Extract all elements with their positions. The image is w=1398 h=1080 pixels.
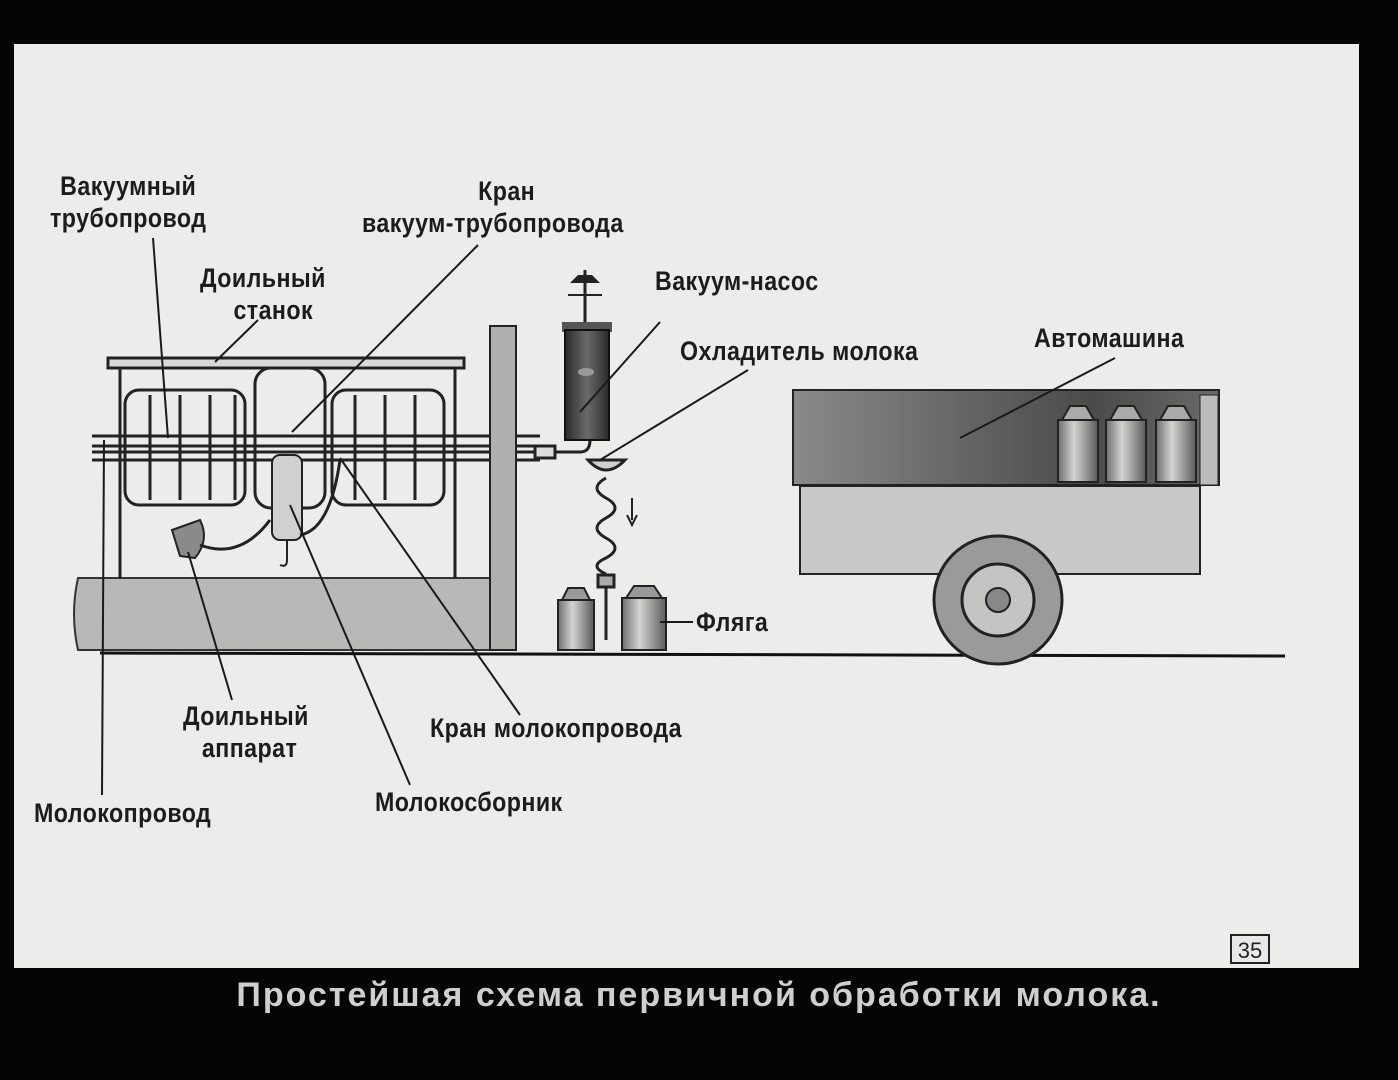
label-milking-machine-line1: Доильный [183, 701, 309, 731]
milk-cooler-drawing [584, 458, 638, 640]
label-milk-collector: Молокосборник [375, 787, 563, 817]
label-flask: Фляга [696, 607, 769, 637]
label-milk-pipeline-valve: Кран молокопровода [430, 713, 682, 743]
label-milking-machine-line2: аппарат [201, 733, 298, 763]
label-vacuum-pipeline-line2: трубопровод [50, 203, 207, 233]
label-milk-cooler: Охладитель молока [680, 336, 919, 366]
label-milking-stall-line2: станок [233, 295, 314, 325]
slide-number-badge: 35 [1230, 934, 1270, 964]
flasks-drawing [557, 585, 667, 651]
label-vacuum-pipeline-valve-line2: вакуум-трубопровода [362, 208, 624, 238]
slide-caption: Простейшая схема первичной обработки мол… [236, 976, 1162, 1014]
leader-lines [101, 237, 1116, 796]
label-vacuum-pipeline-line1: Вакуумный [60, 171, 197, 201]
ground-line [99, 651, 1286, 658]
milk-collector-drawing [271, 454, 342, 567]
label-milking-machine: Доильный аппарат [183, 700, 309, 764]
floor-platform [73, 577, 501, 651]
label-milking-stall-line1: Доильный [200, 263, 326, 293]
label-vacuum-pipeline-valve: Кран вакуум-трубопровода [362, 175, 624, 239]
label-milking-stall: Доильный станок [200, 262, 326, 326]
vacuum-pump-drawing [562, 270, 612, 441]
label-truck: Автомашина [1034, 323, 1185, 353]
label-vacuum-pipeline-valve-line1: Кран [478, 176, 536, 206]
truck-drawing [792, 389, 1220, 666]
label-vacuum-pump: Вакуум-насос [655, 266, 819, 296]
wall-post [489, 325, 517, 651]
label-milk-pipeline: Молокопровод [34, 798, 212, 828]
milking-machine-drawing [170, 518, 272, 560]
pipelines-drawing [92, 434, 592, 462]
label-vacuum-pipeline: Вакуумный трубопровод [50, 170, 206, 234]
